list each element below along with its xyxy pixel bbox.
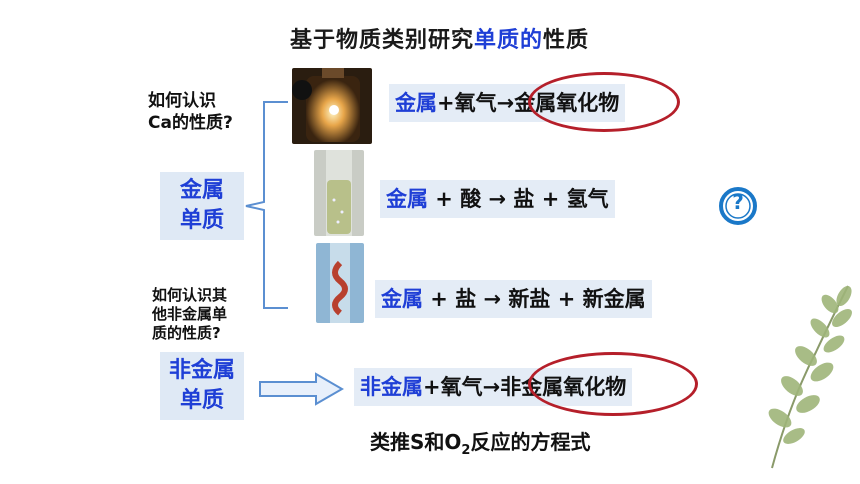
equation-metal-salt: 金属 + 盐 → 新盐 + 新金属: [375, 280, 652, 318]
bracket-connector: [245, 101, 288, 309]
analogy-note-subscript: 2: [461, 443, 471, 458]
photo-test-tube-salt: [316, 243, 364, 323]
help-icon-glyph: ?: [732, 190, 744, 214]
title-suffix: 性质: [543, 28, 590, 53]
question-nonmetal: 如何认识其 他非金属单 质的性质?: [152, 286, 227, 343]
analogy-note-prefix: 类推S和O: [370, 430, 462, 454]
eq1-middle: +氧气→: [437, 91, 515, 115]
highlight-ellipse-nonmetal-oxide: [528, 352, 698, 416]
eq3-rest: + 盐 → 新盐 + 新金属: [423, 287, 646, 311]
title-highlight: 单质的: [474, 28, 544, 53]
decorative-leaves-icon: [768, 285, 852, 469]
title-prefix: 基于物质类别研究: [290, 28, 475, 53]
question-ca-line1: 如何认识: [148, 91, 216, 111]
analogy-note: 类推S和O2反应的方程式: [370, 426, 590, 458]
eq1-subject: 金属: [395, 91, 437, 115]
nonmetal-category-line1: 非金属: [168, 358, 235, 383]
highlight-ellipse-metal-oxide: [528, 72, 680, 132]
analogy-note-suffix: 反应的方程式: [470, 430, 591, 454]
nonmetal-category-box: 非金属 单质: [160, 352, 244, 420]
photo-combustion-jar: [292, 68, 372, 144]
metal-category-box: 金属 单质: [160, 172, 244, 240]
question-nonmetal-line3: 质的性质?: [152, 324, 221, 342]
eq2-subject: 金属: [386, 187, 428, 211]
question-ca-line2: Ca的性质?: [148, 113, 233, 133]
eq4-middle: +氧气→: [423, 375, 501, 399]
hollow-arrow: [259, 372, 345, 406]
equation-metal-acid: 金属 + 酸 → 盐 + 氢气: [380, 180, 615, 218]
eq4-subject: 非金属: [360, 375, 423, 399]
help-icon: ?: [718, 186, 758, 226]
photo-test-tube-acid: [314, 150, 364, 236]
question-nonmetal-line2: 他非金属单: [152, 305, 228, 323]
question-ca: 如何认识 Ca的性质?: [148, 90, 233, 134]
metal-category-line1: 金属: [179, 178, 224, 203]
page-title: 基于物质类别研究单质的性质: [290, 22, 589, 54]
eq2-rest: + 酸 → 盐 + 氢气: [428, 187, 609, 211]
eq3-subject: 金属: [381, 287, 423, 311]
question-nonmetal-line1: 如何认识其: [152, 286, 228, 304]
nonmetal-category-line2: 单质: [179, 388, 224, 413]
metal-category-line2: 单质: [179, 208, 224, 233]
